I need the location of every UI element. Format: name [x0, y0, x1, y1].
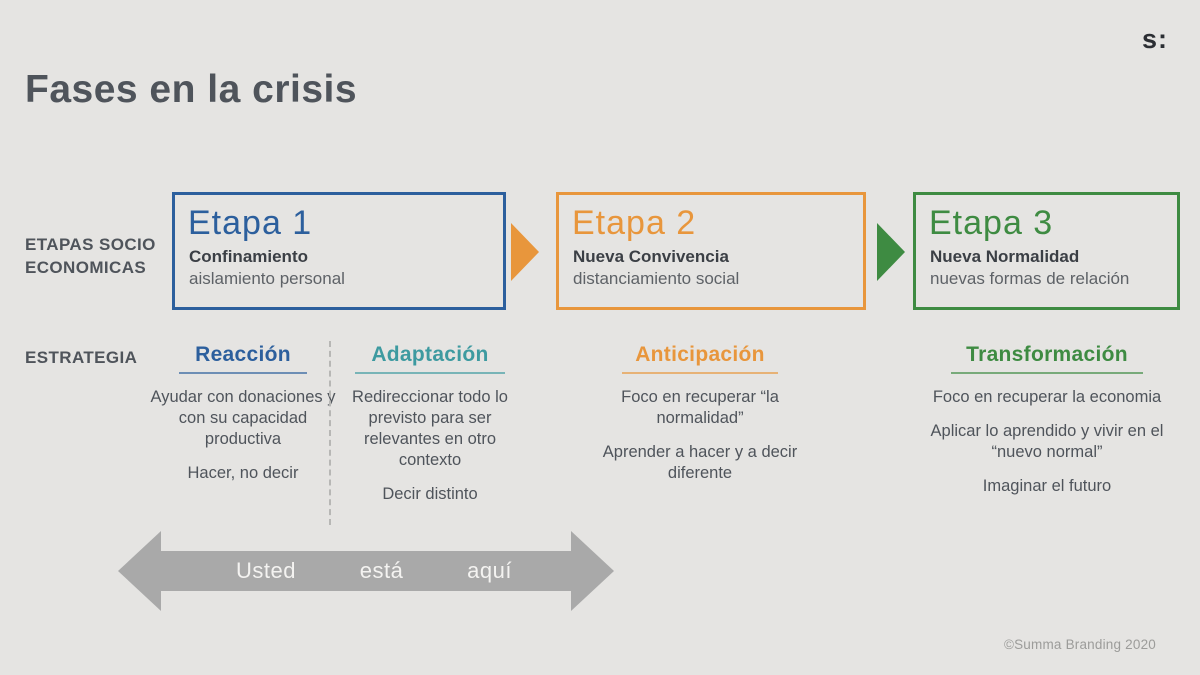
strategy-column-anticipacion: Anticipación Foco en recuperar “la norma…	[595, 343, 805, 484]
copyright-text: ©Summa Branding 2020	[1003, 637, 1156, 652]
arrow-left-head-icon	[118, 531, 161, 611]
strategy-underline	[951, 372, 1143, 374]
flow-arrow-icon	[511, 223, 539, 281]
arrow-right-head-icon	[571, 531, 614, 611]
strategy-paragraph: Foco en recuperar “la normalidad”	[621, 388, 779, 427]
stage-box-etapa-3: Etapa 3 Nueva Normalidad nuevas formas d…	[913, 192, 1180, 310]
page-title: Fases en la crisis	[25, 68, 358, 111]
arrow-body: Usted está aquí	[158, 551, 574, 591]
row-label-etapas-line1: ETAPAS SOCIO	[25, 235, 156, 254]
arrow-word: aquí	[467, 558, 512, 583]
strategy-paragraph: Decir distinto	[382, 485, 478, 503]
stage-title: Etapa 1	[188, 204, 313, 242]
strategy-paragraph: Aplicar lo aprendido y vivir en el “nuev…	[930, 422, 1164, 461]
row-label-etapas-line2: ECONOMICAS	[25, 258, 147, 277]
stage-title: Etapa 3	[929, 204, 1054, 242]
strategy-underline	[355, 372, 505, 374]
stage-subtitle: Nueva Normalidad	[930, 247, 1080, 267]
strategy-underline	[179, 372, 307, 374]
stage-description: aislamiento personal	[189, 269, 345, 289]
stage-box-etapa-1: Etapa 1 Confinamiento aislamiento person…	[172, 192, 506, 310]
strategy-title: Anticipación	[635, 343, 765, 366]
strategy-underline	[622, 372, 778, 374]
stage-subtitle: Nueva Convivencia	[573, 247, 729, 267]
dashed-divider	[329, 341, 331, 525]
row-label-etapas: ETAPAS SOCIO ECONOMICAS	[25, 233, 156, 279]
stage-title: Etapa 2	[572, 204, 697, 242]
strategy-paragraph: Foco en recuperar la economia	[932, 388, 1162, 406]
strategy-paragraph: Ayudar con donaciones y con su capacidad…	[150, 388, 336, 448]
strategy-column-transformacion: Transformación Foco en recuperar la econ…	[930, 343, 1164, 497]
row-label-estrategia: ESTRATEGIA	[25, 348, 138, 367]
strategy-paragraph: Hacer, no decir	[187, 464, 299, 482]
flow-arrow-icon	[877, 223, 905, 281]
stage-box-etapa-2: Etapa 2 Nueva Convivencia distanciamient…	[556, 192, 866, 310]
stage-description: distanciamiento social	[573, 269, 740, 289]
strategy-column-adaptacion: Adaptación Redireccionar todo lo previst…	[340, 343, 520, 505]
arrow-word: Usted	[236, 558, 296, 583]
strategy-title: Adaptación	[371, 343, 489, 366]
strategy-column-reaccion: Reacción Ayudar con donaciones y con su …	[148, 343, 338, 484]
stage-subtitle: Confinamiento	[189, 247, 308, 267]
arrow-word: está	[359, 558, 404, 583]
strategy-paragraph: Aprender a hacer y a decir diferente	[602, 443, 798, 482]
strategy-title: Reacción	[195, 343, 291, 366]
strategy-title: Transformación	[966, 343, 1128, 366]
stage-description: nuevas formas de relación	[930, 269, 1130, 289]
strategy-paragraph: Redireccionar todo lo previsto para ser …	[352, 388, 508, 469]
summa-logo: s:	[1141, 24, 1168, 54]
strategy-paragraph: Imaginar el futuro	[982, 477, 1112, 495]
usted-esta-aqui-arrow: Usted está aquí	[118, 531, 614, 611]
